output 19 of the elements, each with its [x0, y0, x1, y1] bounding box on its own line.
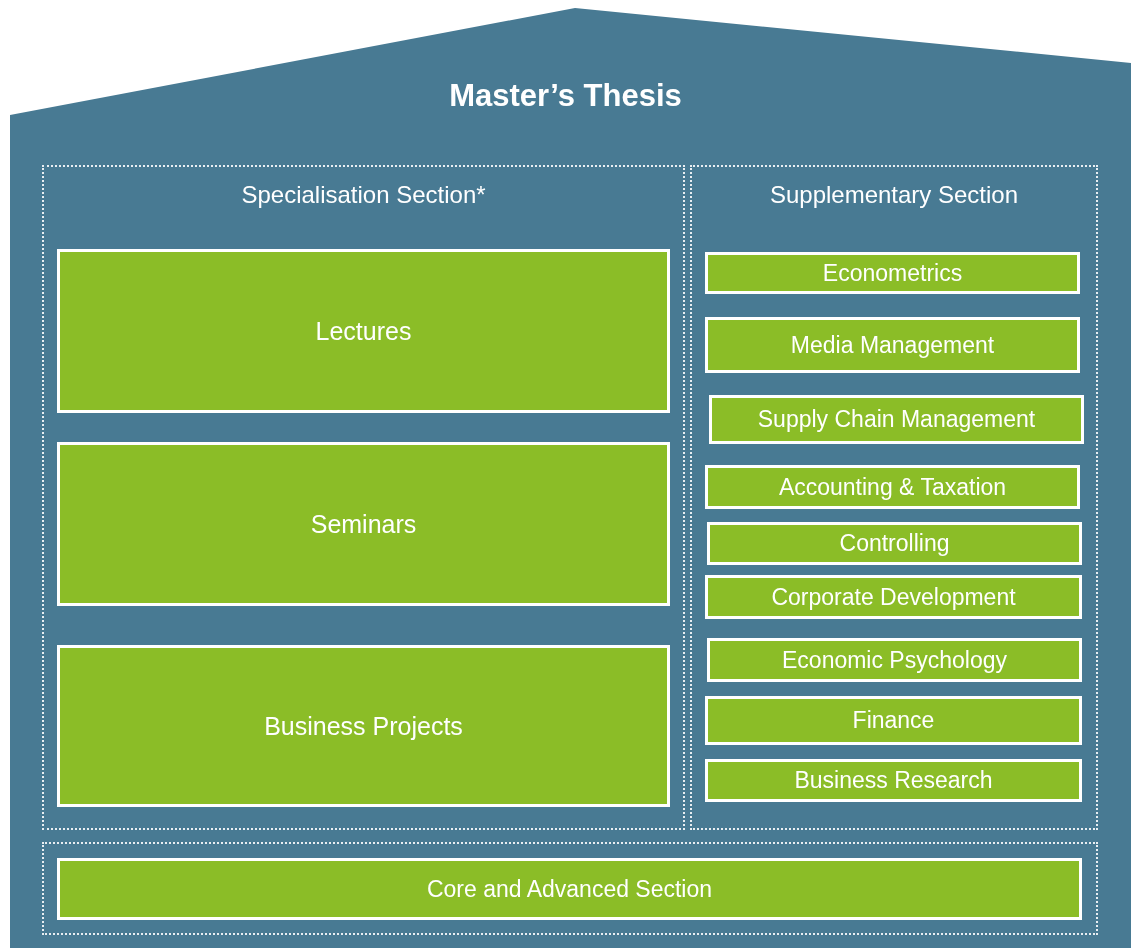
- module-box: Business Projects: [57, 645, 670, 807]
- title-text: Master’s Thesis: [448, 78, 683, 114]
- section-title: Supplementary Section: [768, 181, 1020, 209]
- module-box: Business Research: [705, 759, 1082, 802]
- module-box: Supply Chain Management: [709, 395, 1084, 444]
- module-box: Lectures: [57, 249, 670, 413]
- module-box: Corporate Development: [705, 575, 1082, 619]
- section-title: Specialisation Section*: [240, 181, 487, 209]
- section-frame: [42, 842, 1098, 935]
- module-box: Econometrics: [705, 252, 1080, 294]
- module-box: Finance: [705, 696, 1082, 745]
- module-box: Controlling: [707, 522, 1082, 565]
- module-box: Seminars: [57, 442, 670, 606]
- module-box: Media Management: [705, 317, 1080, 373]
- module-box: Core and Advanced Section: [57, 858, 1082, 920]
- section-frame: [690, 165, 1098, 830]
- module-box: Economic Psychology: [707, 638, 1082, 682]
- section-frame: [42, 165, 685, 830]
- module-box: Accounting & Taxation: [705, 465, 1080, 509]
